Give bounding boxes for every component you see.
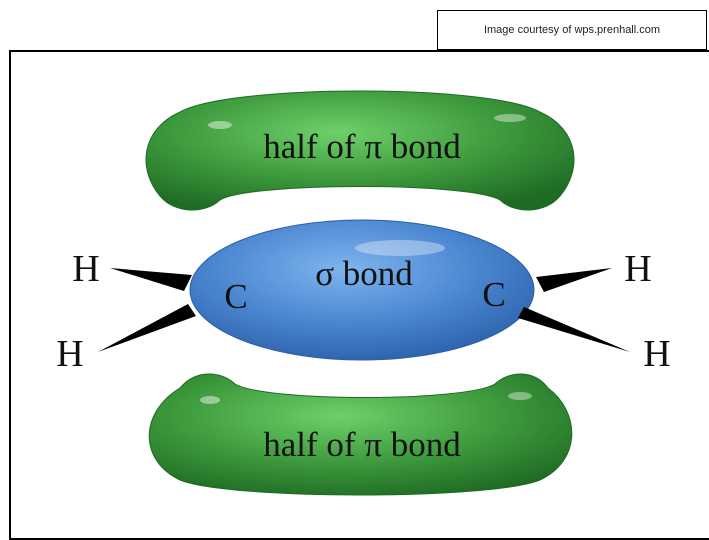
hydrogen-top-right: H (624, 248, 651, 290)
pi-lobe-bottom: half of π bond (148, 373, 573, 496)
hydrogen-bottom-right: H (643, 333, 670, 375)
image-credit-box: Image courtesy of wps.prenhall.com (437, 10, 707, 50)
ethylene-bonding-diagram: half of π bond σ bond C C half of π bond… (56, 90, 671, 496)
carbon-left: C (224, 277, 247, 316)
sigma-label: σ bond (315, 254, 413, 293)
hydrogen-top-left: H (72, 248, 99, 290)
wedge-bond-top-left (110, 268, 192, 291)
hydrogen-bottom-left: H (56, 333, 83, 375)
pi-lobe-top: half of π bond (145, 90, 575, 211)
image-credit-text: Image courtesy of wps.prenhall.com (483, 24, 661, 36)
wedge-bond-bottom-left (98, 304, 196, 352)
sigma-lobe: σ bond C C (189, 219, 535, 361)
wedge-bond-top-right (536, 268, 612, 292)
wedge-bond-bottom-right (518, 307, 630, 352)
pi-top-label: half of π bond (263, 127, 461, 166)
carbon-right: C (482, 275, 505, 314)
pi-bottom-label: half of π bond (263, 425, 461, 464)
